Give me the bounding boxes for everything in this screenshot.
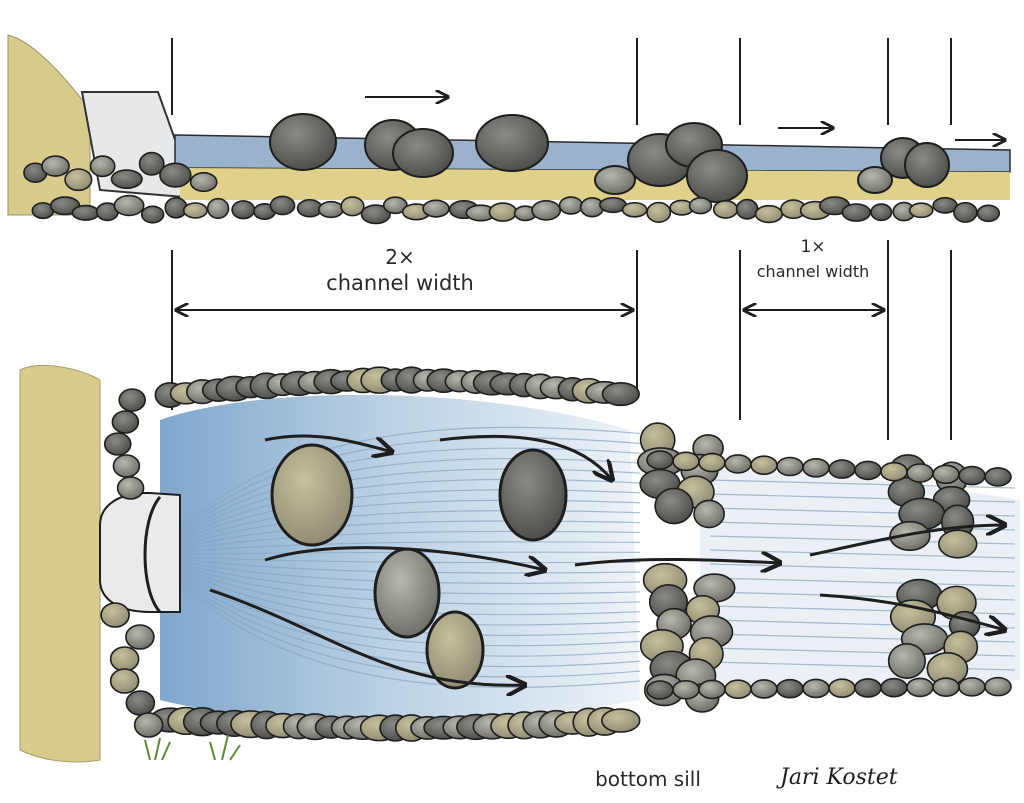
boulder: [476, 115, 548, 171]
cobble-stone: [126, 625, 154, 649]
cobble-stone: [105, 433, 131, 455]
cobble-stone: [126, 691, 154, 715]
cobble-stone: [910, 203, 933, 217]
boulder: [272, 445, 352, 545]
cobble-stone: [113, 455, 139, 477]
cobble-stone: [647, 203, 670, 223]
multiplier-1x-label: 1×: [800, 237, 825, 257]
cobble-stone: [829, 679, 855, 697]
cobble-stone: [714, 201, 738, 218]
cobble-stone: [114, 196, 143, 216]
cobble-stone: [959, 467, 985, 485]
cobble-stone: [933, 465, 959, 483]
cobble-stone: [135, 713, 163, 737]
cobble-stone: [699, 454, 725, 472]
cobble-stone: [112, 411, 138, 433]
cobble-stone: [191, 173, 217, 192]
cobble-stone: [602, 709, 640, 732]
cobble-stone: [939, 530, 977, 558]
cobble-stone: [42, 156, 69, 176]
boulder: [375, 549, 439, 637]
cobble-stone: [907, 678, 933, 696]
cobble-stone: [142, 206, 164, 223]
cobble-stone: [881, 679, 907, 697]
cobble-stone: [694, 500, 724, 527]
cobble-stone: [160, 163, 191, 187]
channel-width-1x-label: channel width: [757, 262, 870, 281]
multiplier-2x-label: 2×: [385, 245, 414, 269]
cobble-stone: [118, 477, 144, 499]
cobble-stone: [111, 647, 139, 671]
cobble-stone: [489, 203, 516, 221]
cobble-stone: [777, 458, 803, 476]
cobble-stone: [560, 197, 583, 214]
cobble-stone: [532, 201, 560, 220]
cobble-stone: [673, 681, 699, 699]
bottom-sill-label: bottom sill: [595, 767, 701, 791]
side-profile-view: [8, 35, 1010, 224]
cobble-stone: [655, 488, 693, 523]
cobble-stone: [751, 456, 777, 474]
cobble-stone: [855, 461, 881, 479]
cobble-stone: [933, 678, 959, 696]
cobble-stone: [647, 681, 673, 699]
cobble-stone: [907, 464, 933, 482]
boulder: [393, 129, 453, 177]
cobble-stone: [101, 603, 129, 627]
cobble-stone: [623, 203, 647, 217]
plan-view: [20, 365, 1020, 761]
cobble-stone: [954, 203, 977, 222]
cobble-stone: [725, 680, 751, 698]
cobble-stone: [112, 170, 143, 188]
culvert-pipe: [100, 493, 180, 612]
channel-width-2x-label: channel width: [326, 271, 474, 295]
cobble-stone: [119, 389, 145, 411]
cobble-stone: [270, 196, 294, 214]
cobble-stone: [985, 468, 1011, 486]
cobble-stone: [65, 169, 92, 190]
cobble-stone: [184, 203, 207, 218]
cobble-stone: [959, 678, 985, 696]
cobble-stone: [647, 451, 673, 469]
embankment-plan: [20, 365, 100, 761]
grass-tuft: [145, 735, 240, 760]
cobble-stone: [889, 644, 926, 678]
boulder: [270, 114, 336, 170]
artist-signature: Jari Kostet: [776, 765, 898, 790]
cobble-stone: [423, 200, 449, 217]
cobble-stone: [91, 156, 115, 176]
cobble-stone: [842, 204, 870, 221]
cobble-stone: [777, 680, 803, 698]
cobble-stone: [111, 669, 139, 693]
cobble-stone: [699, 680, 725, 698]
cobble-stone: [977, 205, 999, 221]
cobble-stone: [602, 383, 639, 405]
cobble-stone: [871, 204, 892, 220]
cobble-stone: [881, 463, 907, 481]
cobble-stone: [319, 202, 343, 218]
cobble-stone: [341, 197, 364, 216]
cobble-stone: [756, 206, 783, 223]
cobble-stone: [803, 459, 829, 477]
cobble-stone: [690, 198, 712, 214]
boulder: [500, 450, 566, 540]
cobble-stone: [232, 201, 254, 219]
cobble-stone: [737, 200, 758, 219]
cobble-stone: [855, 679, 881, 697]
cobble-stone: [985, 678, 1011, 696]
cobble-stone: [751, 680, 777, 698]
cobble-stone: [725, 455, 751, 473]
cobble-stone: [72, 206, 99, 220]
cobble-stone: [208, 199, 229, 219]
cobble-stone: [829, 460, 855, 478]
cobble-stone: [673, 452, 699, 470]
cobble-stone: [803, 679, 829, 697]
